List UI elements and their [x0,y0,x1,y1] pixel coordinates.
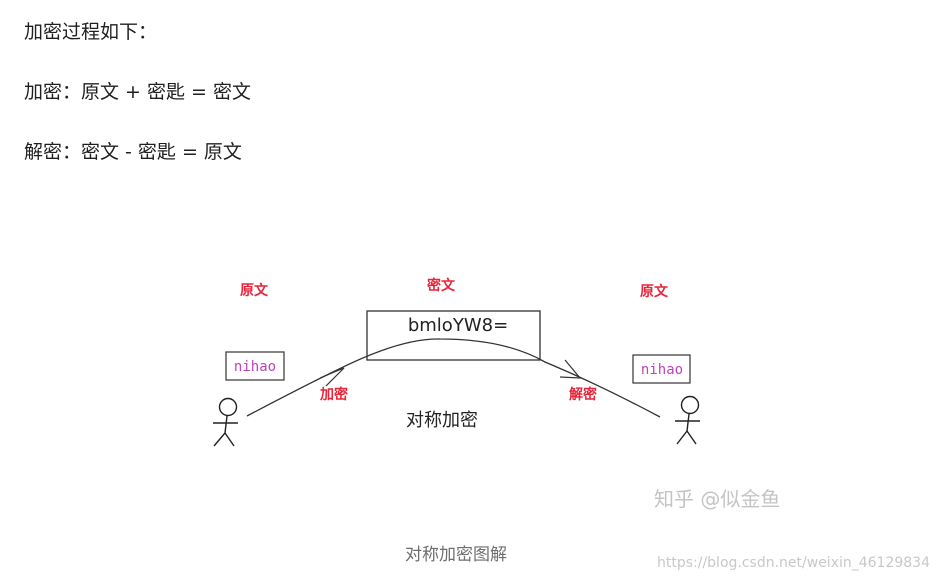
plaintext-box-right [632,354,691,384]
zhihu-watermark: 知乎 @似金鱼 [654,487,781,511]
encrypt-arrowhead [319,367,345,387]
label-plaintext-left: 原文 [240,282,269,299]
decrypt-label: 解密 [569,386,597,403]
stick-figure-left-icon [213,397,238,447]
heading-text: 加密过程如下： [24,21,158,43]
figure-caption: 对称加密图解 [405,545,507,565]
label-plaintext-right: 原文 [640,283,669,300]
stick-figure-right-icon [675,395,700,445]
decrypt-formula: 解密：密文 - 密匙 = 原文 [24,141,242,163]
encrypt-label: 加密 [319,386,348,403]
encryption-arc [246,338,661,418]
plaintext-value-right: nihao [641,362,683,378]
decrypt-arrowhead [559,359,582,379]
ciphertext-value: bmloYW8= [408,315,508,336]
symmetric-encryption-label: 对称加密 [406,410,478,431]
source-url: https://blog.csdn.net/weixin_46129834 [656,555,930,571]
label-ciphertext: 密文 [426,277,456,294]
plaintext-value-left: nihao [234,359,276,375]
plaintext-box-left [225,351,285,381]
ciphertext-box [366,310,541,361]
encrypt-formula: 加密：原文 + 密匙 = 密文 [24,81,251,103]
